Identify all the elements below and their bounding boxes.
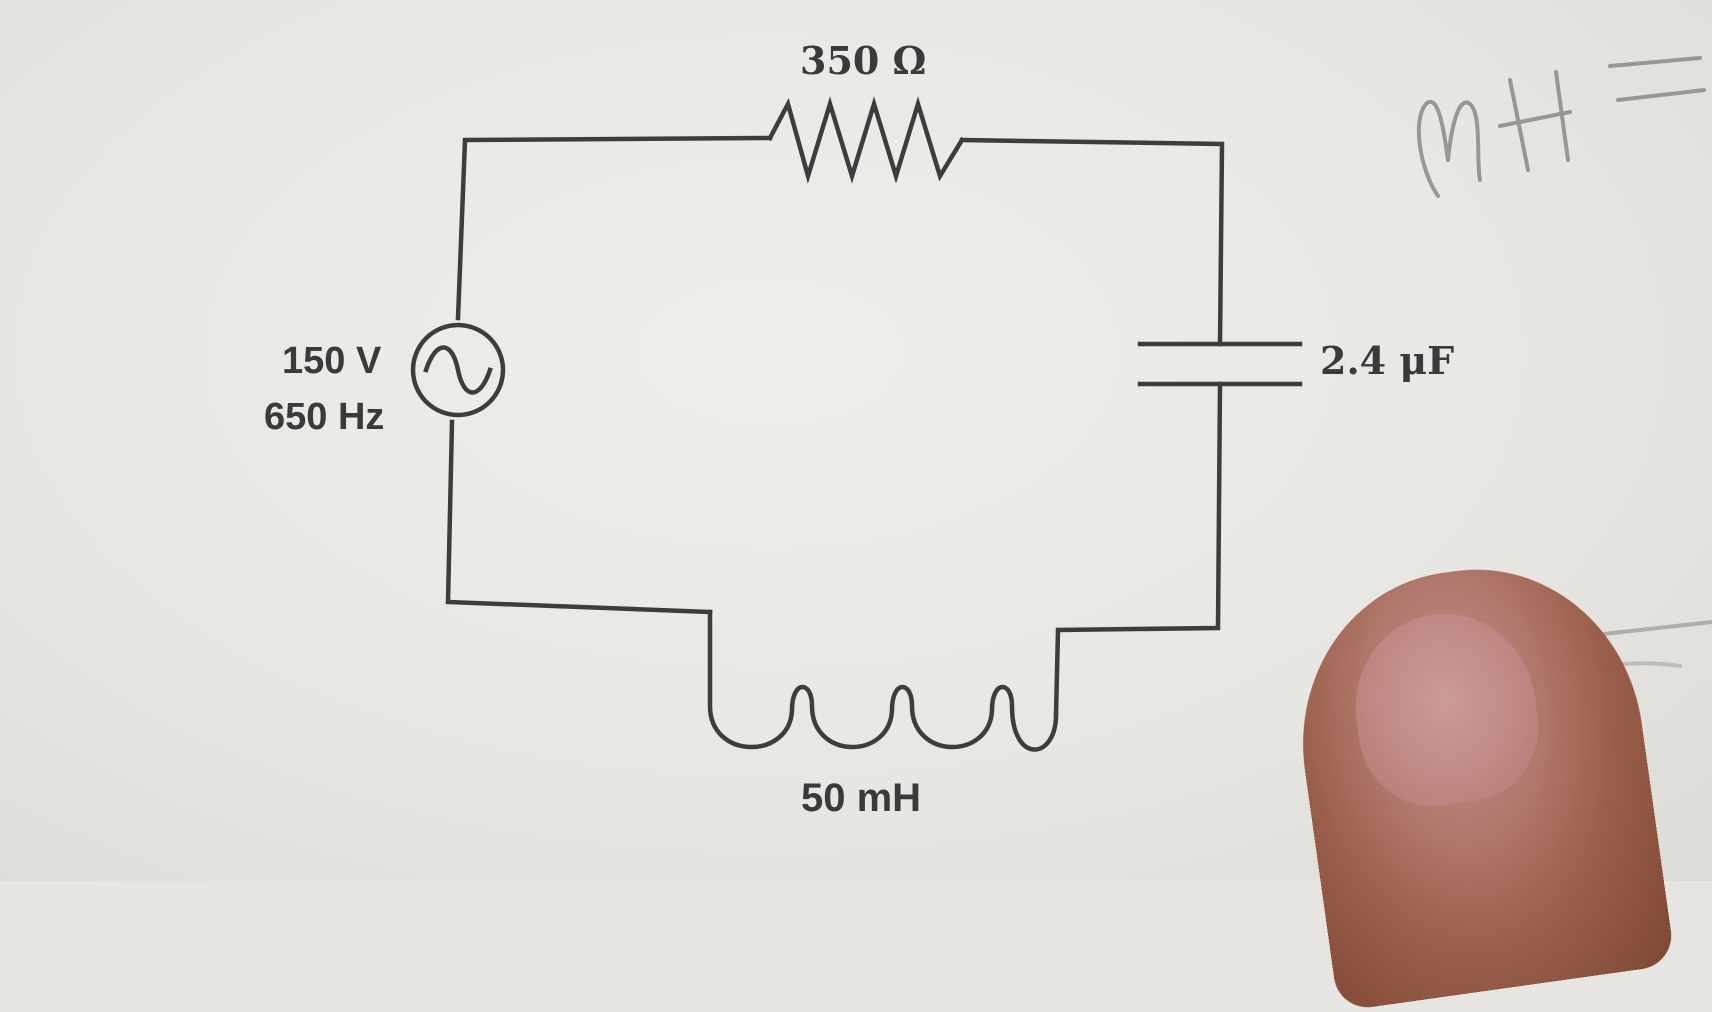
wire-right [1053,381,1223,718]
source-voltage-label: 150 V [282,340,382,382]
rlc-circuit-diagram [410,96,1303,752]
wire-bottom-left [445,419,713,615]
ac-source-symbol [410,322,506,418]
wire-top-left [455,135,773,321]
sine-wave-icon [423,345,493,395]
handwritten-note [1416,56,1712,792]
inductor-label: 50 mH [801,776,922,820]
wire-top-right [959,137,1225,347]
capacitor-label: 2.4 μF [1320,338,1455,383]
fingernail [1343,602,1549,816]
resistor-label: 350 Ω [800,38,927,83]
inductor-symbol [707,609,1059,752]
source-frequency-label: 650 Hz [264,396,385,438]
resistor-symbol [766,96,966,185]
